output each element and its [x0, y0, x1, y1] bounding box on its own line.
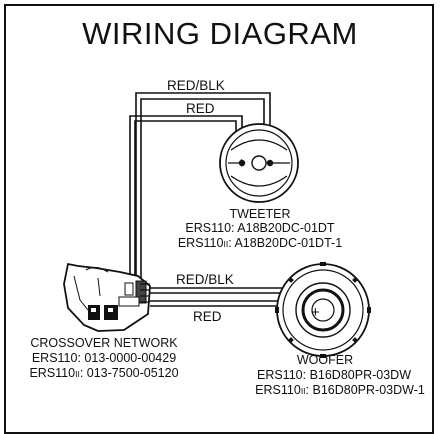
- tweeter-plus-terminal: +: [237, 155, 246, 172]
- woofer-model-ers110: ERS110: B16D80PR-03DW: [256, 368, 411, 382]
- diagram-title: WIRING DIAGRAM: [82, 16, 358, 51]
- tweeter-model-ers110: ERS110: A18B20DC-01DT: [185, 221, 335, 235]
- tweeter-model-ers110ii: ERS110II: A18B20DC-01DT-1: [177, 236, 343, 250]
- tweeter-speaker-icon: + −: [219, 123, 299, 203]
- crossover-model-ers110: ERS110: 013-0000-00429: [31, 351, 177, 365]
- tweeter-wire-red-blk-label: RED/BLK: [167, 78, 225, 93]
- woofer-speaker-icon: +: [275, 262, 371, 358]
- tweeter-wire-red: [129, 115, 243, 284]
- woofer-label: WOOFER: [296, 353, 354, 367]
- crossover-label: CROSSOVER NETWORK: [30, 336, 178, 350]
- woofer-wire-red-label: RED: [193, 309, 222, 324]
- woofer-wire-red-blk-label: RED/BLK: [176, 272, 234, 287]
- tweeter-label: TWEETER: [229, 207, 291, 221]
- tweeter-wire-red-label: RED: [186, 101, 215, 116]
- crossover-network-icon: [63, 262, 151, 332]
- crossover-model-ers110ii: ERS110II: 013-7500-05120: [29, 366, 179, 380]
- woofer-plus-terminal: +: [311, 304, 320, 321]
- tweeter-minus-terminal: −: [274, 155, 283, 172]
- woofer-model-ers110ii: ERS110II: B16D80PR-03DW-1: [255, 383, 425, 397]
